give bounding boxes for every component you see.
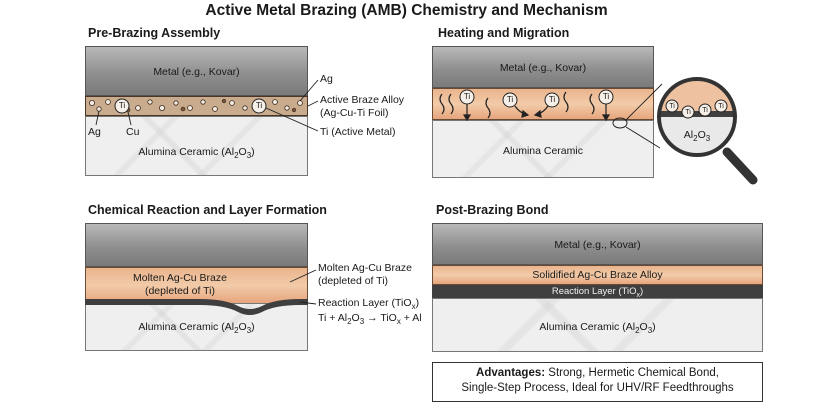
- panel2-ti-marker: Ti: [506, 95, 514, 104]
- heat-wave: [485, 97, 491, 119]
- ti-particle: [598, 89, 614, 105]
- lens-ceramic-label: Al2O3: [683, 129, 711, 144]
- lens-ti-marker: Ti: [702, 107, 708, 114]
- panel1-ti-marker-1: Ti: [118, 101, 126, 110]
- ag-particle: [158, 105, 165, 112]
- panel3-title: Chemical Reaction and Layer Formation: [88, 203, 327, 217]
- panel3-side-braze-1: Molten Ag-Cu Braze: [318, 262, 412, 274]
- leader-ag-top: [299, 79, 319, 102]
- panel1-metal-layer: Metal (e.g., Kovar): [85, 46, 308, 96]
- arrow-head: [533, 109, 542, 118]
- ti-particle: [114, 98, 130, 114]
- panel1-label-ag-bottom: Ag: [88, 126, 101, 138]
- page-title: Active Metal Brazing (AMB) Chemistry and…: [205, 2, 608, 19]
- panel4-react-label: Reaction Layer (TiOx): [551, 286, 644, 299]
- ag-particle: [173, 100, 179, 106]
- zoom-line-bottom: [625, 126, 661, 149]
- advantages-box: Advantages: Strong, Hermetic Chemical Bo…: [432, 362, 763, 402]
- zoom-region: [612, 117, 628, 129]
- ag-particle: [147, 99, 153, 105]
- panel2-ti-marker: Ti: [463, 92, 471, 101]
- ti-particle: [251, 98, 267, 114]
- panel3-equation: Ti + Al2O3 → TiOx + Al: [318, 312, 422, 327]
- magnifier-rim: [657, 77, 737, 157]
- ti-particle: [544, 92, 560, 108]
- leader-ti: [265, 107, 319, 132]
- heat-wave: [439, 93, 445, 115]
- ag-particle: [229, 100, 235, 106]
- panel1-label-ti: Ti (Active Metal): [320, 126, 396, 138]
- panel2-ti-marker: Ti: [548, 95, 556, 104]
- leader-react: [299, 301, 317, 305]
- panel3-braze-label-2: (depleted of Ti): [144, 285, 216, 297]
- ag-particle: [272, 99, 278, 105]
- heat-wave: [448, 93, 454, 115]
- panel1-label-ag-top: Ag: [320, 73, 333, 85]
- reaction-layer-shape: [85, 299, 308, 315]
- ti-particle: [502, 92, 518, 108]
- panel3-react-label: Reaction Layer (TiOx): [318, 297, 420, 312]
- ag-particle: [284, 105, 290, 111]
- ag-particle: [187, 105, 193, 111]
- ag-particle: [89, 100, 96, 107]
- leader-ag-bottom: [95, 110, 100, 126]
- panel2-metal-label: Metal (e.g., Kovar): [499, 62, 587, 74]
- panel2-ceramic-label: Alumina Ceramic: [503, 145, 583, 157]
- arrow-head: [462, 114, 472, 122]
- panel4-metal-label: Metal (e.g., Kovar): [554, 239, 641, 251]
- panel2-title: Heating and Migration: [438, 26, 570, 40]
- heat-wave: [589, 93, 595, 115]
- cu-particle: [291, 107, 297, 113]
- zoom-line-top: [625, 83, 663, 121]
- panel1-label-foil-2: (Ag-Cu-Ti Foil): [320, 107, 389, 119]
- lens-ti-marker: Ti: [685, 109, 691, 116]
- panel1-label-cu: Cu: [126, 126, 140, 138]
- panel1-ceramic-label: Alumina Ceramic (Al2O3): [138, 146, 255, 161]
- panel3-side-braze-2: (depleted of Ti): [318, 275, 389, 287]
- panel4-reaction-layer: Reaction Layer (TiOx): [432, 285, 763, 299]
- panel4-braze-label: Solidified Ag-Cu Braze Alloy: [532, 269, 663, 281]
- leader-cu: [127, 111, 132, 126]
- leader-foil: [307, 100, 319, 107]
- ag-particle: [135, 105, 141, 111]
- panel2-metal-layer: Metal (e.g., Kovar): [432, 46, 654, 88]
- ag-particle: [242, 105, 248, 111]
- advantages-line-1: Advantages: Strong, Hermetic Chemical Bo…: [476, 367, 719, 379]
- cu-particle: [221, 98, 227, 104]
- panel4-ceramic-layer: Alumina Ceramic (Al2O3): [432, 298, 763, 352]
- panel1-ti-marker-2: Ti: [255, 101, 263, 110]
- ag-particle: [105, 99, 111, 105]
- lens-ti-marker: Ti: [718, 103, 724, 110]
- panel3-ceramic-label: Alumina Ceramic (Al2O3): [138, 321, 255, 336]
- ti-particle: [459, 89, 475, 105]
- panel1-title: Pre-Brazing Assembly: [88, 26, 221, 40]
- ag-particle: [200, 99, 206, 105]
- panel3-molten-braze: [85, 267, 308, 303]
- panel1-ceramic-layer: Alumina Ceramic (Al2O3): [85, 116, 308, 176]
- magnifier-handle: [722, 147, 758, 185]
- panel2-ti-marker: Ti: [602, 92, 610, 101]
- leader-braze: [289, 269, 317, 283]
- panel3-metal-layer: [85, 223, 308, 267]
- advantages-line-2: Single-Step Process, Ideal for UHV/RF Fe…: [461, 382, 734, 394]
- panel4-title: Post-Brazing Bond: [436, 203, 549, 217]
- panel4-ceramic-label: Alumina Ceramic (Al2O3): [539, 321, 656, 336]
- panel1-label-foil-1: Active Braze Alloy: [320, 94, 405, 106]
- panel2-ceramic-layer: Alumina Ceramic: [432, 120, 654, 178]
- panel1-metal-label: Metal (e.g., Kovar): [153, 66, 240, 78]
- panel4-metal-layer: Metal (e.g., Kovar): [432, 223, 763, 265]
- panel3-ceramic-layer: Alumina Ceramic (Al2O3): [85, 303, 308, 351]
- arrow-head: [601, 114, 611, 122]
- heat-wave: [563, 91, 569, 113]
- arrow-head: [521, 109, 530, 118]
- lens-ti-marker: Ti: [669, 103, 675, 110]
- panel3-braze-label-1: Molten Ag-Cu Braze: [133, 272, 227, 284]
- panel1-braze-foil: [85, 96, 308, 116]
- ag-particle: [212, 106, 218, 112]
- cu-particle: [180, 106, 186, 112]
- panel4-solid-braze: Solidified Ag-Cu Braze Alloy: [432, 265, 763, 285]
